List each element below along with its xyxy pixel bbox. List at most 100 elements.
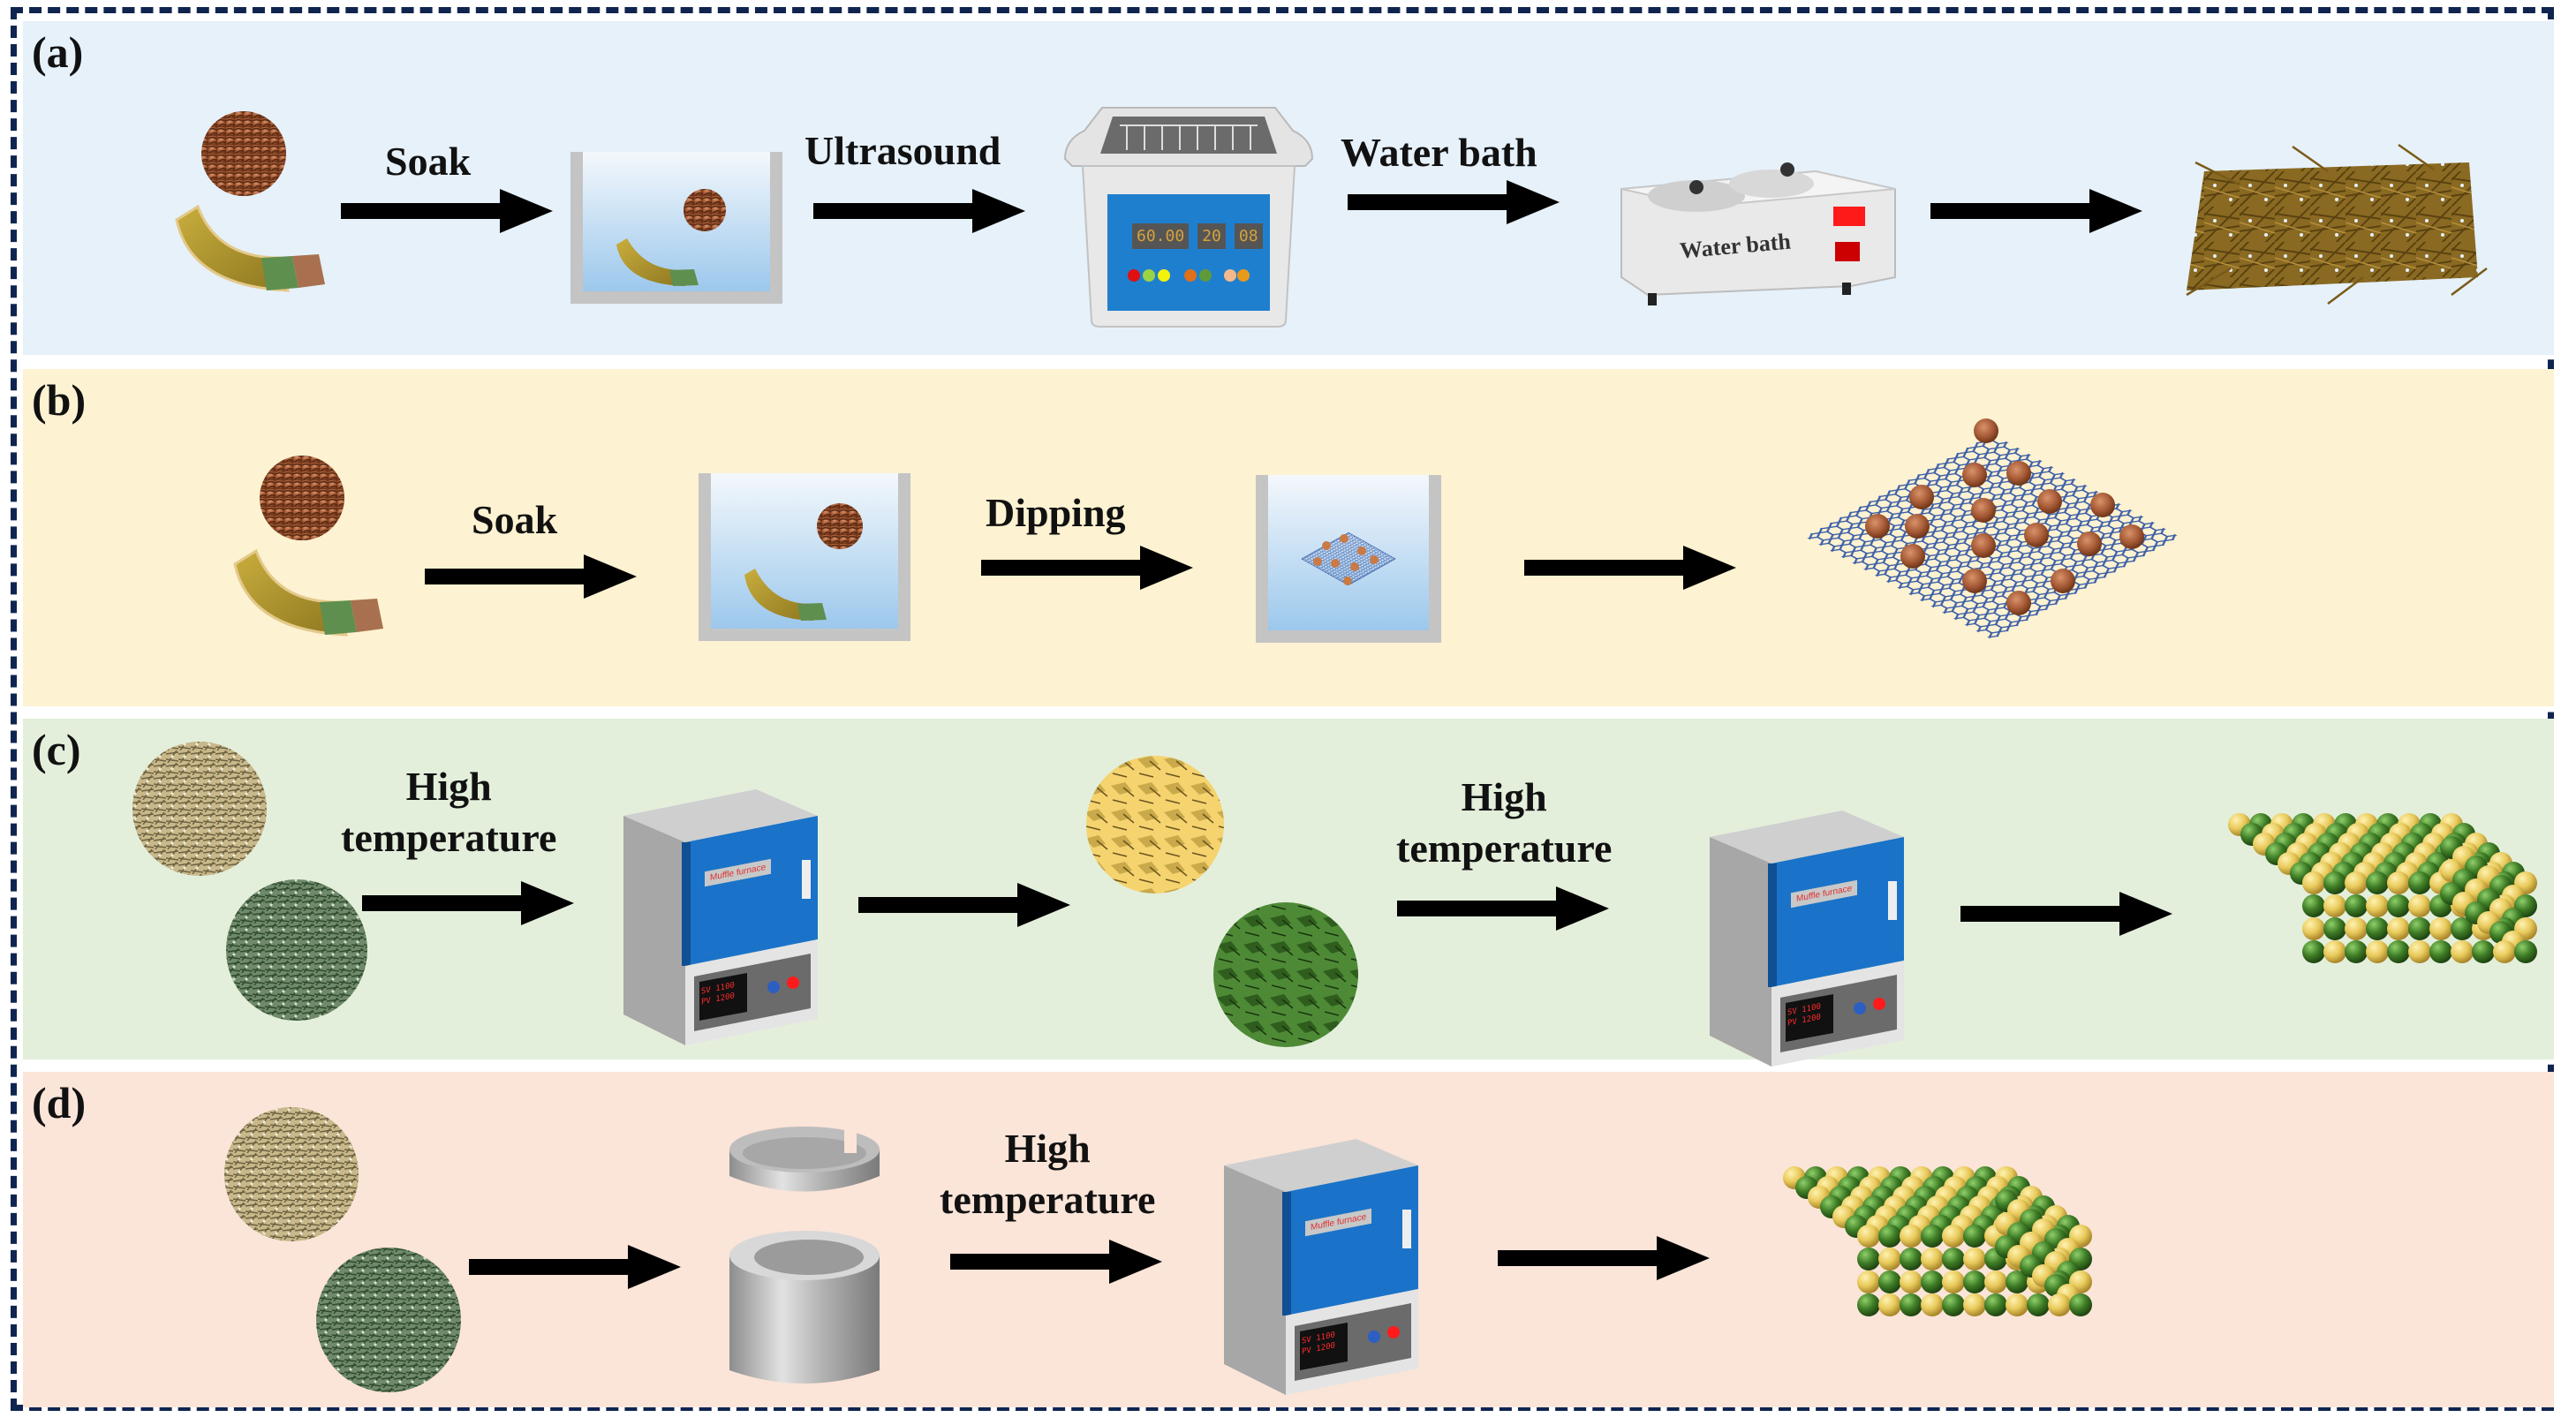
lattice-atom bbox=[1963, 1270, 1986, 1293]
muffle-furnace: Muffle furnace SV 1100 PV 1200 bbox=[606, 780, 827, 1045]
lattice-atom bbox=[1963, 1225, 1986, 1248]
panel-label: (c) bbox=[32, 725, 81, 774]
lattice-atom bbox=[2451, 940, 2474, 963]
timer-display: 60.00 bbox=[1132, 223, 1190, 249]
electrode-ribbon-icon bbox=[175, 204, 325, 292]
lattice-atom bbox=[2387, 871, 2410, 894]
lattice-atom bbox=[2345, 871, 2368, 894]
lattice-atom bbox=[2408, 917, 2431, 940]
lattice-atom bbox=[1878, 1225, 1901, 1248]
tan-fiber-sphere-icon bbox=[132, 742, 267, 876]
lattice-atom bbox=[1942, 1293, 1965, 1316]
lattice-atom bbox=[1921, 1225, 1944, 1248]
lattice-atom bbox=[2302, 917, 2325, 940]
indicator-lights bbox=[1128, 269, 1250, 282]
arrow-right-icon bbox=[858, 883, 1070, 927]
crucible bbox=[729, 1127, 880, 1384]
lattice-atom bbox=[2366, 894, 2389, 917]
lattice-atom bbox=[2493, 940, 2516, 963]
lattice-atom bbox=[1921, 1270, 1944, 1293]
lattice-atom bbox=[2345, 917, 2368, 940]
lattice-atom bbox=[1900, 1225, 1923, 1248]
lattice-atom bbox=[1857, 1225, 1880, 1248]
lattice-atom bbox=[2323, 917, 2346, 940]
flaky-spheres bbox=[1086, 756, 1358, 1047]
copper-sphere-icon bbox=[201, 111, 286, 196]
arrow-right-icon bbox=[1524, 546, 1736, 590]
lattice-atom bbox=[2429, 917, 2452, 940]
copper-sphere-and-ribbon bbox=[233, 456, 383, 637]
lattice-atom bbox=[2387, 894, 2410, 917]
lattice-atom bbox=[2345, 940, 2368, 963]
lattice-atom bbox=[1857, 1248, 1880, 1270]
lattice-atom bbox=[1900, 1293, 1923, 1316]
panel-d: (d) High temperature bbox=[23, 1072, 2554, 1407]
lattice-atom bbox=[2323, 894, 2346, 917]
panel-label: (a) bbox=[32, 27, 84, 77]
lattice-atom bbox=[2387, 917, 2410, 940]
lattice-atom bbox=[1984, 1293, 2007, 1316]
lattice-atom bbox=[1857, 1270, 1880, 1293]
lattice-atom bbox=[1942, 1270, 1965, 1293]
lattice-atom bbox=[2366, 940, 2389, 963]
muffle-furnace: Muffle furnace SV 1100 PV 1200 bbox=[1206, 1130, 1427, 1395]
lattice-atom bbox=[2069, 1293, 2092, 1316]
fibrous-spheres bbox=[132, 742, 367, 1021]
arrow-right-icon bbox=[425, 554, 637, 599]
panel-c: (c) High temperature Muffle furnace SV 1… bbox=[23, 719, 2554, 1067]
ultrasonic-cleaner: 60.00 20 08 bbox=[1063, 104, 1314, 329]
lattice-atom bbox=[2323, 940, 2346, 963]
panel-label: (d) bbox=[32, 1078, 87, 1127]
lattice-atom bbox=[2302, 871, 2325, 894]
fibrous-spheres bbox=[224, 1107, 461, 1392]
temp-display: 08 bbox=[1234, 223, 1263, 249]
lattice-atom bbox=[2366, 871, 2389, 894]
fibrous-mat bbox=[2186, 143, 2488, 305]
lattice-atom bbox=[1900, 1248, 1923, 1270]
lattice-atom bbox=[1921, 1293, 1944, 1316]
arrow-right-icon bbox=[950, 1240, 1162, 1284]
lattice-atom bbox=[1878, 1270, 1901, 1293]
lattice-atom bbox=[2302, 940, 2325, 963]
atomic-lattice-block bbox=[1783, 1166, 2092, 1316]
beaker bbox=[699, 473, 910, 641]
lattice-atom bbox=[2451, 917, 2474, 940]
lattice-atom bbox=[1878, 1293, 1901, 1316]
lattice-atom bbox=[1963, 1248, 1986, 1270]
step-label: High temperature bbox=[1396, 774, 1613, 871]
lattice-atom bbox=[2345, 894, 2368, 917]
lattice-atom bbox=[1857, 1293, 1880, 1316]
tan-fiber-sphere-icon bbox=[224, 1107, 359, 1241]
lattice-atom bbox=[2048, 1293, 2071, 1316]
lattice-atom bbox=[2302, 894, 2325, 917]
lattice-atom bbox=[2408, 940, 2431, 963]
lattice-atom bbox=[2408, 894, 2431, 917]
panel-label: (b) bbox=[32, 375, 87, 425]
electrode-ribbon-icon bbox=[233, 548, 383, 637]
lattice-atom bbox=[2387, 940, 2410, 963]
green-flake-sphere-icon bbox=[1213, 902, 1358, 1047]
beaker-with-mesh bbox=[1256, 475, 1441, 643]
crucible-lid-icon bbox=[729, 1127, 880, 1192]
step-label: Water bath bbox=[1341, 130, 1537, 175]
step-label: High temperature bbox=[940, 1126, 1156, 1222]
arrow-right-icon bbox=[1348, 180, 1560, 224]
lattice-atom bbox=[1963, 1293, 1986, 1316]
arrow-right-icon bbox=[469, 1245, 681, 1289]
copper-sphere-and-ribbon bbox=[175, 111, 325, 292]
lattice-atom bbox=[2006, 1293, 2028, 1316]
arrow-right-icon bbox=[981, 546, 1193, 590]
panel-b: (b) Soak Dipping bbox=[23, 369, 2554, 706]
lattice-atom bbox=[1921, 1248, 1944, 1270]
copper-particles bbox=[1865, 418, 2144, 615]
arrow-right-icon bbox=[1930, 189, 2142, 233]
lattice-atom bbox=[2027, 1293, 2050, 1316]
arrow-right-icon bbox=[1397, 886, 1609, 931]
lattice-atom bbox=[1984, 1270, 2007, 1293]
lattice-atom bbox=[2472, 940, 2495, 963]
copper-sphere-icon bbox=[260, 456, 344, 540]
lattice-atom bbox=[2006, 1270, 2028, 1293]
arrow-right-icon bbox=[1960, 892, 2172, 936]
crucible-body-icon bbox=[729, 1231, 880, 1384]
green-fiber-sphere-icon bbox=[316, 1248, 461, 1392]
